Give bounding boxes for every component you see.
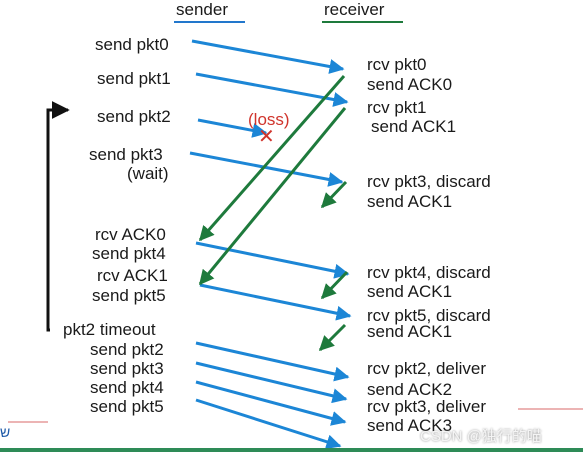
- pkt5-resend-arrow: [195, 398, 342, 450]
- receiver-send-ack2: send ACK2: [367, 380, 453, 399]
- pkt3-resend-arrow: [195, 361, 348, 404]
- pkt4-resend-arrow: [195, 380, 347, 426]
- csdn-watermark: CSDN @独行的喵: [420, 428, 542, 445]
- receiver-send-ack1: send ACK1: [371, 117, 457, 136]
- receiver-rcv-pkt0: rcv pkt0: [367, 55, 427, 74]
- receiver-send-ack0: send ACK0: [367, 75, 453, 94]
- logo-fragment-icon: ש: [0, 424, 11, 440]
- sender-send-pkt2: send pkt2: [97, 107, 171, 126]
- receiver-dup-ack1-2: send ACK1: [367, 282, 453, 301]
- receiver-rcv-pkt3-deliver: rcv pkt3, deliver: [367, 397, 487, 416]
- loss-label: (loss): [248, 110, 290, 129]
- sender-wait: (wait): [127, 164, 169, 183]
- receiver-rcv-pkt4-discard: rcv pkt4, discard: [367, 263, 491, 282]
- x-mark-icon: ✕: [258, 126, 275, 148]
- pkt0-arrow: [191, 39, 345, 74]
- sender-send-pkt0: send pkt0: [95, 35, 169, 54]
- pkt3-arrow: [189, 151, 344, 187]
- sender-send-pkt5: send pkt5: [92, 286, 166, 305]
- sender-send-pkt1: send pkt1: [97, 69, 171, 88]
- receiver-rcv-pkt5-discard: rcv pkt5, discard: [367, 306, 491, 325]
- receiver-dup-ack1-1: send ACK1: [367, 192, 453, 211]
- timer-bracket: [46, 101, 70, 332]
- receiver-send-ack3: send ACK3: [367, 416, 453, 435]
- sender-send-pkt4: send pkt4: [92, 244, 166, 263]
- pkt4-arrow: [195, 241, 350, 279]
- pkt1-arrow: [195, 72, 349, 107]
- dup-ack1-arrow-1: [320, 180, 348, 209]
- receiver-rcv-pkt3-discard: rcv pkt3, discard: [367, 172, 491, 191]
- receiver-rcv-pkt1: rcv pkt1: [367, 98, 427, 117]
- receiver-dup-ack1-3: send ACK1: [367, 322, 453, 341]
- dup-ack1-arrow-2: [320, 270, 349, 300]
- ack0-arrow: [198, 75, 346, 242]
- ack1-arrow: [198, 107, 347, 286]
- sender-pkt2-timeout: pkt2 timeout: [63, 320, 156, 339]
- sender-header: sender: [176, 0, 228, 19]
- sender-resend-pkt4: send pkt4: [90, 378, 164, 397]
- pkt2-resend-arrow: [195, 341, 350, 382]
- dup-ack1-arrow-3: [318, 323, 347, 352]
- sender-rcv-ack0: rcv ACK0: [95, 225, 166, 244]
- receiver-rcv-pkt2-deliver: rcv pkt2, deliver: [367, 359, 487, 378]
- pkt5-arrow: [199, 283, 352, 321]
- sender-rcv-ack1: rcv ACK1: [97, 266, 168, 285]
- sender-resend-pkt5: send pkt5: [90, 397, 164, 416]
- sender-resend-pkt2: send pkt2: [90, 340, 164, 359]
- receiver-header: receiver: [324, 0, 385, 19]
- sender-send-pkt3: send pkt3: [89, 145, 163, 164]
- sender-resend-pkt3: send pkt3: [90, 359, 164, 378]
- pkt2-lost-arrow: [197, 118, 268, 138]
